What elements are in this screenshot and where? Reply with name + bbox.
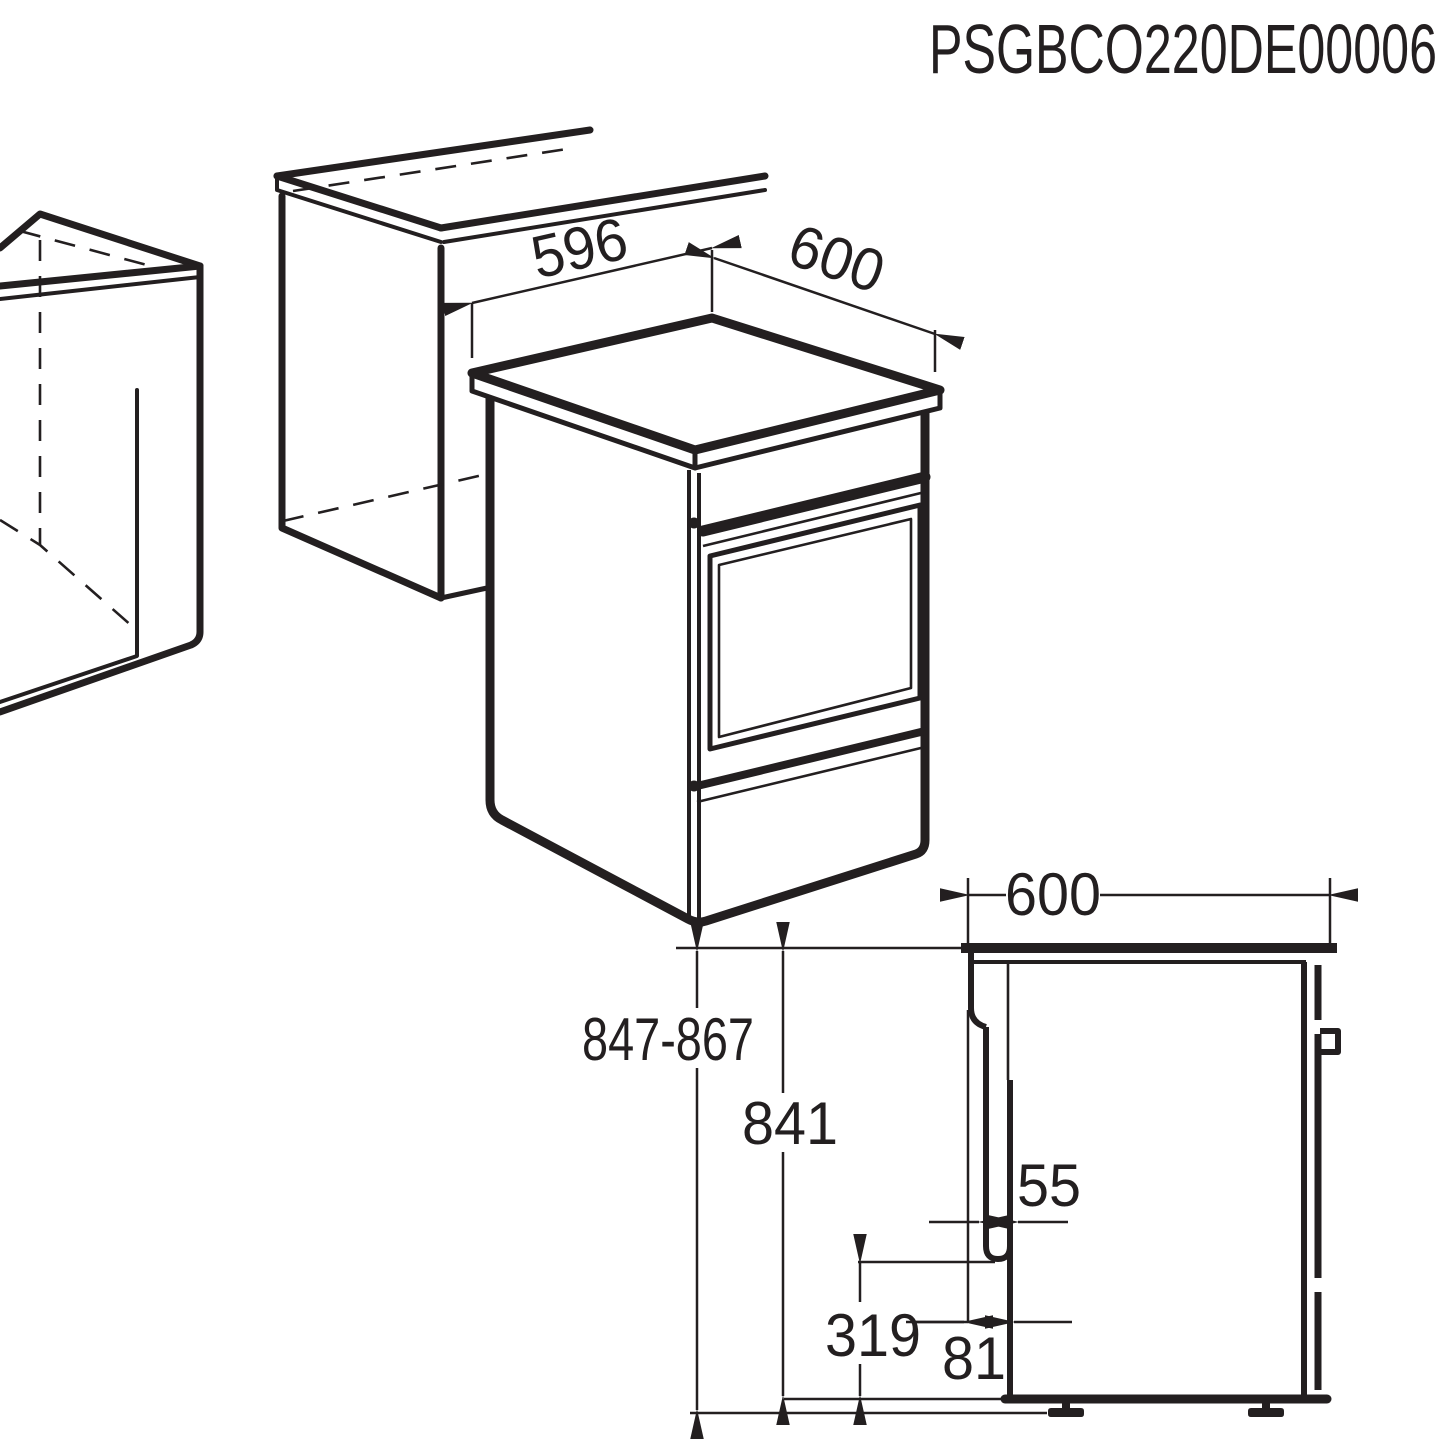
dim-600-label: 600 <box>780 211 893 306</box>
side-cooker-outline <box>961 943 1341 1417</box>
middle-cabinet-counter-back-edge <box>273 126 594 180</box>
left-cabinet-right-edge <box>0 262 204 716</box>
left-cabinet-counter-front-edge <box>0 262 204 290</box>
dim-596-label: 596 <box>525 205 634 292</box>
cooker-body-outline <box>485 398 930 927</box>
dim-back-offset: 81 <box>912 1315 1072 1392</box>
middle-cabinet-hidden-back-edge <box>292 147 568 193</box>
side-back-recess-channel <box>983 1027 1013 1262</box>
isometric-view: 596 600 <box>0 126 965 927</box>
oven-door-window-inner <box>717 517 913 739</box>
cooker-hob-slab-right-band <box>694 390 943 471</box>
door-handle-bar <box>697 471 931 537</box>
dim-recess-height: 319 <box>825 1234 921 1425</box>
middle-cabinet-hidden-interior-bottom <box>282 472 488 523</box>
middle-cabinet-counter-overhang-bottom <box>442 188 767 244</box>
middle-cabinet-counter-left-edge <box>273 172 445 232</box>
cooker <box>467 313 945 927</box>
left-cabinet-interior-corner-edge <box>0 388 139 704</box>
door-drawer-division-line <box>693 727 929 790</box>
dim-recess-depth: 55 <box>929 1152 1081 1229</box>
middle-cabinet-counter-overhang-top <box>437 172 769 232</box>
adjustable-foot-back <box>1048 1399 1084 1417</box>
side-door-handle <box>1320 1028 1341 1055</box>
dim-total-height: 847-867 <box>582 922 754 1439</box>
dim-847-label: 847-867 <box>582 1006 754 1073</box>
middle-cabinet-counter-band <box>275 174 443 244</box>
dim-side-600-label: 600 <box>1005 861 1101 928</box>
middle-cabinet <box>273 126 769 602</box>
left-cabinet-counter-bottom-edge <box>0 275 202 301</box>
left-cabinet-top-edges <box>0 210 204 270</box>
door-hinge-lower <box>688 780 700 792</box>
cooker-hob-slab-left-band <box>469 373 698 471</box>
adjustable-foot-front <box>1248 1399 1284 1417</box>
dim-596-line <box>442 234 742 317</box>
left-cabinet <box>0 210 204 716</box>
dim-side-depth: 600 <box>940 861 1358 944</box>
dim-319-label: 319 <box>825 1302 921 1369</box>
dim-55-label: 55 <box>1017 1152 1081 1219</box>
side-back-top-segment <box>968 953 987 1030</box>
cooker-hob-top-face <box>467 313 945 455</box>
title-block: PSGBCO220DE00006 <box>929 10 1437 88</box>
dim-600-line <box>684 242 965 350</box>
product-code-label: PSGBCO220DE00006 <box>929 10 1437 88</box>
dim-841-label: 841 <box>742 1090 838 1157</box>
left-cabinet-hidden-bottom-edges <box>0 518 134 628</box>
drawer-top-edge-line <box>696 745 926 804</box>
oven-door-window-outer <box>707 502 923 752</box>
dim-body-height: 841 <box>742 922 838 1425</box>
left-cabinet-hidden-back-top-edge <box>19 229 159 270</box>
middle-cabinet-left-edge <box>278 192 445 602</box>
dim-cooker-width: 596 <box>442 205 742 358</box>
middle-cabinet-bottom-silhouette <box>438 585 490 601</box>
side-view: 600 847-867 841 55 319 <box>582 861 1358 1439</box>
dim-81-label: 81 <box>942 1325 1006 1392</box>
door-hinge-upper <box>688 517 700 529</box>
dim-cooker-depth: 600 <box>684 211 965 372</box>
door-handle-shadow-line <box>702 490 926 548</box>
